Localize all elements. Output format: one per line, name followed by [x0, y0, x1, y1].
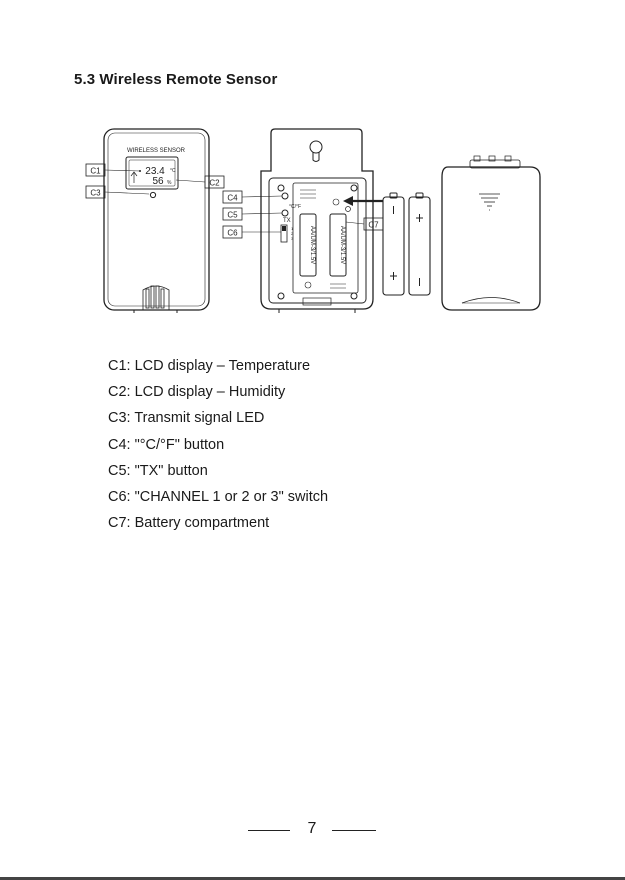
callout-c2-label: C2: [209, 179, 220, 188]
screw-bottom-right-icon: [351, 293, 357, 299]
footer-rule-left: [248, 830, 290, 831]
sensor-front-view: WIRELESS SENSOR 23.4 °C 56 %: [104, 129, 209, 313]
device-label: WIRELESS SENSOR: [127, 148, 186, 154]
button-tx[interactable]: [282, 210, 288, 216]
battery-left-label: AA/UM-3/1.5V: [309, 226, 315, 264]
installed-battery-left: AA/UM-3/1.5V: [300, 214, 316, 276]
legend-item-c5: C5: "TX" button: [108, 458, 328, 484]
component-legend: C1: LCD display – Temperature C2: LCD di…: [108, 353, 328, 536]
front-connector: [143, 286, 169, 310]
signal-icon: [131, 172, 137, 183]
battery-plus-icon: [416, 214, 423, 222]
callout-c5-label: C5: [227, 211, 238, 220]
page-number: 7: [300, 820, 324, 838]
callout-c1-label: C1: [90, 167, 101, 176]
insert-arrow-icon: [343, 196, 383, 206]
legend-item-c4: C4: "°C/°F" button: [108, 432, 328, 458]
sensor-back-view: °C/°F TX 1 2 3 AA/UM-3/1.5V AA/UM-3/1.5V: [261, 129, 373, 313]
screw-top-right-icon: [351, 185, 357, 191]
press-grip-icon: [479, 194, 500, 210]
legend-item-c6: C6: "CHANNEL 1 or 2 or 3" switch: [108, 484, 328, 510]
battery-plus-icon: [390, 272, 397, 280]
callout-c7-label: C7: [368, 221, 379, 230]
battery-cover-view: [442, 156, 540, 310]
hanging-hole-icon: [310, 141, 322, 162]
button-tx-label: TX: [283, 218, 291, 224]
button-c-f[interactable]: [282, 193, 288, 199]
legend-item-c2: C2: LCD display – Humidity: [108, 379, 328, 405]
lcd-humidity: 56: [152, 176, 164, 187]
switch-position-3: 3: [291, 236, 294, 241]
callout-c3-label: C3: [90, 189, 101, 198]
screw-bottom-left-icon: [278, 293, 284, 299]
page-footer: 7: [0, 818, 625, 842]
footer-rule-right: [332, 830, 376, 831]
callout-c6-label: C6: [227, 229, 238, 238]
transmit-led: [150, 192, 155, 197]
legend-item-c1: C1: LCD display – Temperature: [108, 353, 328, 379]
lcd-humidity-unit: %: [167, 180, 172, 186]
loose-battery-right: [409, 193, 430, 295]
battery-right-label: AA/UM-3/1.5V: [339, 226, 345, 264]
legend-item-c7: C7: Battery compartment: [108, 510, 328, 536]
screw-top-left-icon: [278, 185, 284, 191]
button-c-f-label: °C/°F: [289, 204, 301, 210]
callout-c4-label: C4: [227, 194, 238, 203]
lcd-temp-unit: °C: [170, 168, 176, 174]
installed-battery-right: AA/UM-3/1.5V: [330, 214, 346, 276]
loose-battery-left: [383, 193, 404, 295]
legend-item-c3: C3: Transmit signal LED: [108, 405, 328, 431]
